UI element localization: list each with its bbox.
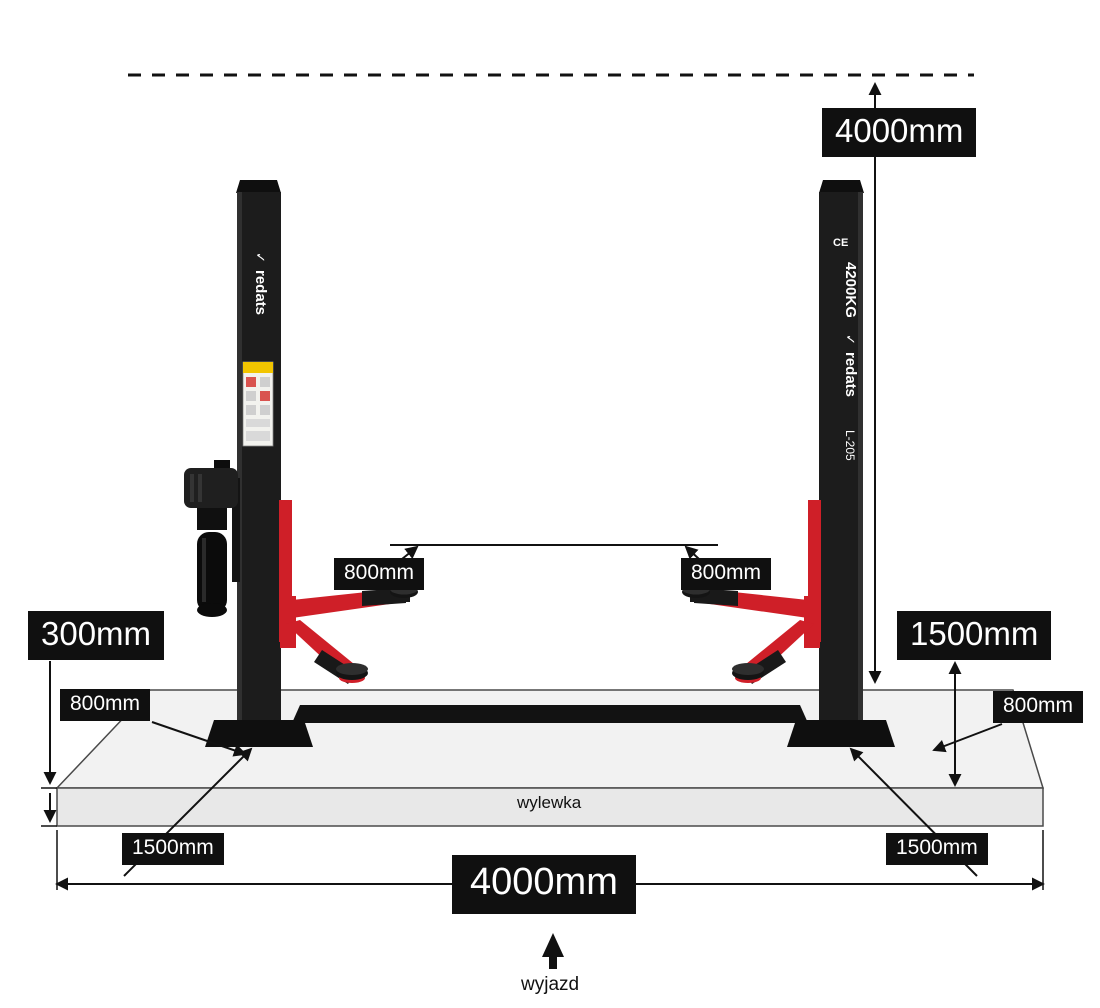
- slab-caption: wylewka: [517, 793, 582, 812]
- arm-span-left-arrow: [401, 545, 419, 560]
- dim-label-corner-right: 1500mm: [886, 833, 988, 866]
- sticker-text-block: [246, 431, 270, 441]
- dim-label-ceiling-height: 4000mm: [822, 108, 977, 158]
- exit-arrow-head: [542, 933, 564, 957]
- right-clearance-arrow: [932, 723, 1003, 753]
- motor-fin: [190, 474, 194, 502]
- column: [237, 192, 281, 740]
- floor-plate: [292, 705, 808, 723]
- sticker-pictogram: [260, 405, 270, 415]
- control-box: [197, 508, 227, 530]
- dim-label-total-width: 4000mm: [452, 855, 636, 914]
- sticker-pictogram: [246, 377, 256, 387]
- exit-arrow: [542, 933, 564, 969]
- cylinder-cap: [197, 603, 227, 617]
- dim-label-left-clearance: 800mm: [60, 689, 151, 722]
- capacity-label: 4200KG: [842, 262, 859, 318]
- sticker-text-block: [246, 419, 270, 427]
- column-edge-highlight: [237, 192, 242, 740]
- front-lift-pad-top: [336, 663, 368, 675]
- warning-sticker: [242, 361, 274, 447]
- exit-arrow-shaft: [549, 955, 557, 969]
- power-unit-bracket: [232, 478, 240, 582]
- ce-mark: CE: [833, 237, 848, 249]
- left-clearance-arrow: [151, 721, 247, 757]
- brand-wordmark: redats: [252, 270, 269, 315]
- cylinder-highlight: [202, 538, 206, 602]
- slab-top-face: [55, 689, 1045, 789]
- model-label: L-205: [843, 430, 857, 461]
- hydraulic-cylinder: [197, 532, 227, 612]
- dim-label-right-clearance: 800mm: [993, 691, 1084, 724]
- base-plate: [205, 720, 313, 747]
- right-column-assembly: [682, 180, 895, 747]
- slab-front-face: [56, 787, 1044, 827]
- sticker-pictogram: [260, 391, 270, 401]
- brand-wordmark: redats: [842, 352, 859, 397]
- exit-caption: wyjazd: [521, 974, 580, 995]
- dim-label-corner-left: 1500mm: [122, 833, 224, 866]
- dim-label-arm-span-right: 800mm: [681, 558, 772, 591]
- sticker-pictogram: [260, 377, 270, 387]
- power-unit: [184, 460, 240, 617]
- left-column-assembly: [205, 180, 418, 747]
- dim-label-slab-thickness: 300mm: [28, 611, 165, 661]
- dim-label-side-depth: 1500mm: [897, 611, 1052, 661]
- brand-logo-mark: ✓: [253, 252, 268, 263]
- electric-motor: [184, 468, 238, 508]
- column-top-cap: [236, 180, 281, 193]
- sticker-pictogram: [246, 405, 256, 415]
- dim-label-arm-span-left: 800mm: [334, 558, 425, 591]
- motor-fin: [198, 474, 202, 502]
- brand-logo-mark: ✓: [843, 334, 858, 345]
- sticker-pictogram: [246, 391, 256, 401]
- arm-span-right-arrow: [684, 545, 700, 560]
- sticker-header: [243, 362, 273, 373]
